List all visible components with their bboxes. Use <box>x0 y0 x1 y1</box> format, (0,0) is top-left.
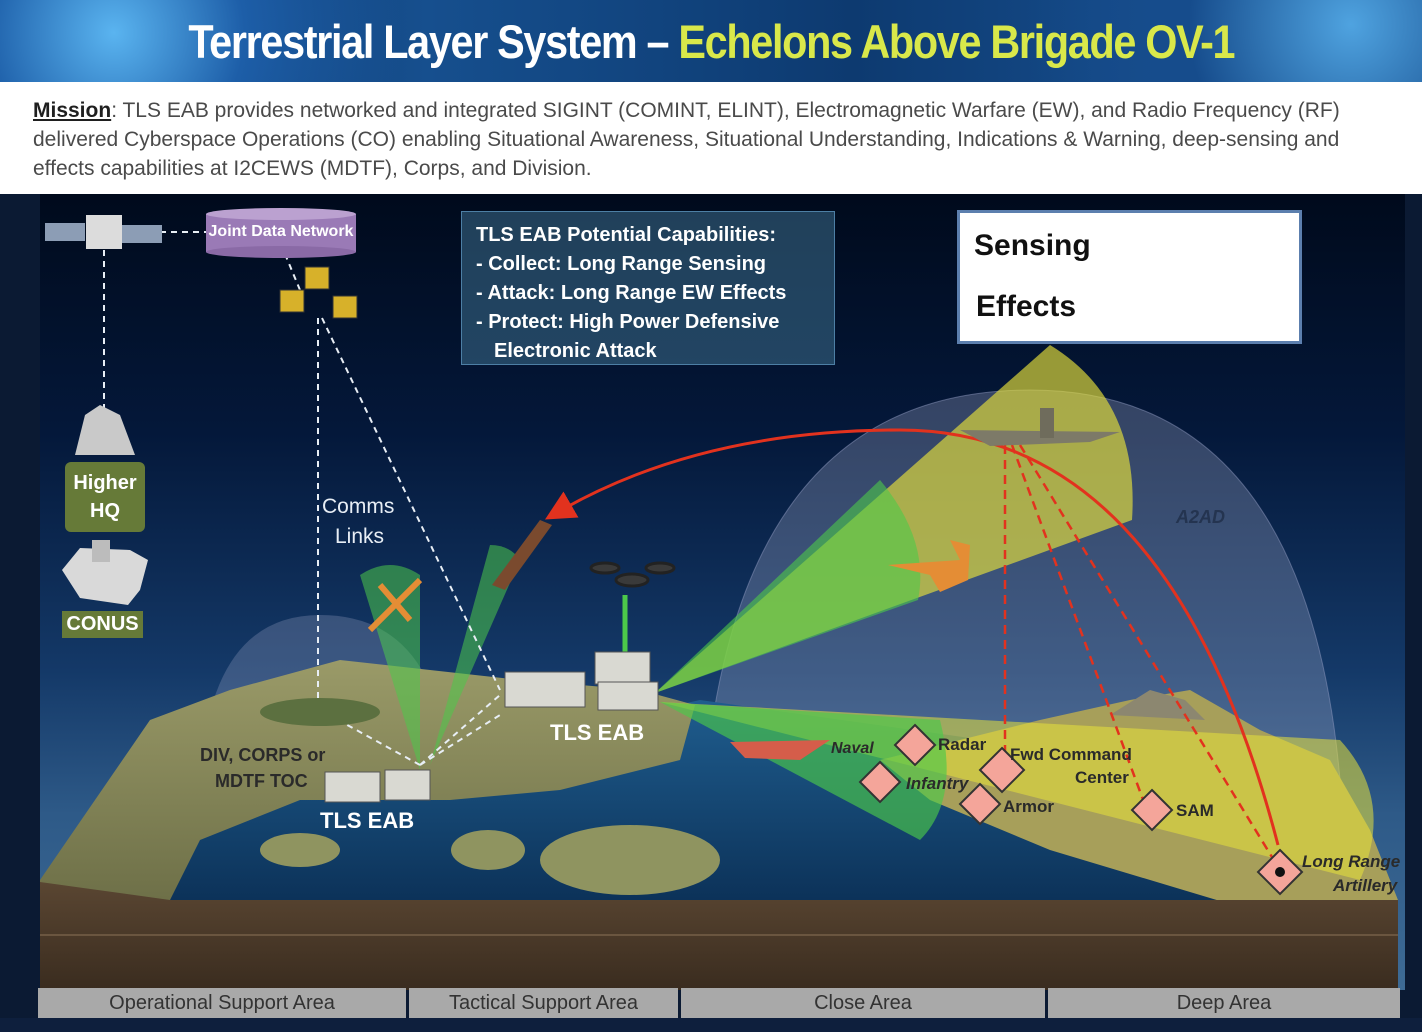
naval-label: Naval <box>831 740 874 757</box>
sam-label: SAM <box>1176 801 1214 820</box>
radar-label: Radar <box>938 735 987 754</box>
capability-item: - Attack: Long Range EW Effects <box>476 282 787 304</box>
area-operational-support: Operational Support Area <box>38 988 406 1018</box>
sam-marker-icon <box>1130 788 1174 832</box>
artillery-label-1: Long Range <box>1302 852 1401 871</box>
a2ad-label: A2AD <box>1176 507 1226 527</box>
comms-links-line-2: Links <box>335 525 385 548</box>
scene-graphics <box>40 208 1398 990</box>
mission-label: Mission <box>33 99 112 122</box>
artillery-marker-dot <box>1275 867 1285 877</box>
island-1 <box>260 833 340 867</box>
target-markers <box>858 723 1304 896</box>
area-close: Close Area <box>681 988 1045 1018</box>
capability-item: - Protect: High Power Defensive <box>476 311 780 333</box>
island-3 <box>540 825 720 895</box>
mission-panel: Mission: TLS EAB provides networked and … <box>0 82 1422 194</box>
area-tactical-support: Tactical Support Area <box>409 988 678 1018</box>
effects-ground-beam <box>660 702 947 840</box>
footer-strip <box>0 1018 1422 1032</box>
infantry-marker-icon <box>858 760 902 804</box>
hq-building-icon <box>75 405 135 455</box>
capabilities-box: TLS EAB Potential Capabilities: - Collec… <box>461 211 835 365</box>
capability-item: - Collect: Long Range Sensing <box>476 253 767 275</box>
mission-text: : TLS EAB provides networked and integra… <box>33 99 1340 180</box>
satellite-icon <box>45 215 162 249</box>
legend: Sensing Effects <box>957 210 1302 344</box>
higher-hq-badge: Higher HQ <box>65 462 145 532</box>
capabilities-title: TLS EAB Potential Capabilities: <box>476 224 777 246</box>
target-links <box>1003 444 1277 863</box>
naval-ship-icon <box>730 740 830 760</box>
comms-links-line-1: Comms <box>322 495 395 518</box>
tls-eab-label-main: TLS EAB <box>550 720 645 745</box>
joint-data-network: Joint Data Network <box>206 212 356 254</box>
comms-beam-2 <box>430 545 520 765</box>
mission-statement: Mission: TLS EAB provides networked and … <box>33 96 1393 183</box>
satellite-cluster-icon <box>279 266 358 319</box>
right-mountain <box>1110 690 1205 720</box>
title-part-2: Echelons Above Brigade OV-1 <box>678 14 1235 68</box>
toc-camp-icon <box>260 698 380 726</box>
hq-line-1: Higher <box>73 472 137 494</box>
island-2 <box>451 830 525 870</box>
armor-marker-icon <box>958 782 1002 826</box>
artillery-label-2: Artillery <box>1333 876 1398 895</box>
tls-eab-truck-icon <box>504 651 659 711</box>
jdn-cylinder <box>206 208 356 258</box>
hq-line-2: HQ <box>90 500 120 522</box>
network-links <box>103 231 501 766</box>
radar-marker-icon <box>893 723 937 767</box>
area-deep: Deep Area <box>1048 988 1400 1018</box>
legend-sensing-label: Sensing <box>974 229 1091 262</box>
drone-icon <box>589 561 676 588</box>
fwd-command-marker-icon <box>978 746 1026 794</box>
server-icon <box>92 540 110 562</box>
armor-label: Armor <box>1003 797 1055 816</box>
capability-item: Electronic Attack <box>494 340 657 362</box>
tls-eab-label-toc: TLS EAB <box>320 808 415 833</box>
artillery-trajectory <box>545 428 1280 846</box>
us-map-icon <box>62 548 148 605</box>
fighter-jet-icon <box>888 540 970 592</box>
toc-truck-icon <box>324 769 431 803</box>
title-part-1: Terrestrial Layer System – <box>188 14 679 68</box>
area-bar: Operational Support Area Tactical Suppor… <box>38 988 1400 1018</box>
cruise-missile-icon <box>492 520 552 590</box>
effects-cone-aircraft <box>655 480 921 693</box>
header-banner: Terrestrial Layer System – Echelons Abov… <box>0 0 1422 82</box>
infantry-label: Infantry <box>906 774 969 793</box>
legend-effects-label: Effects <box>976 290 1077 323</box>
recon-aircraft-icon <box>960 408 1120 446</box>
conus-badge: CONUS <box>62 611 143 638</box>
fwd-command-label-1: Fwd Command <box>1010 745 1132 764</box>
fwd-command-label-2: Center <box>1075 768 1129 787</box>
toc-label-line-2: MDTF TOC <box>215 771 308 791</box>
enemy-uav-icon <box>367 577 423 633</box>
page-title: Terrestrial Layer System – Echelons Abov… <box>188 14 1235 69</box>
toc-label-line-1: DIV, CORPS or <box>200 745 326 765</box>
jdn-label: Joint Data Network <box>208 223 354 240</box>
